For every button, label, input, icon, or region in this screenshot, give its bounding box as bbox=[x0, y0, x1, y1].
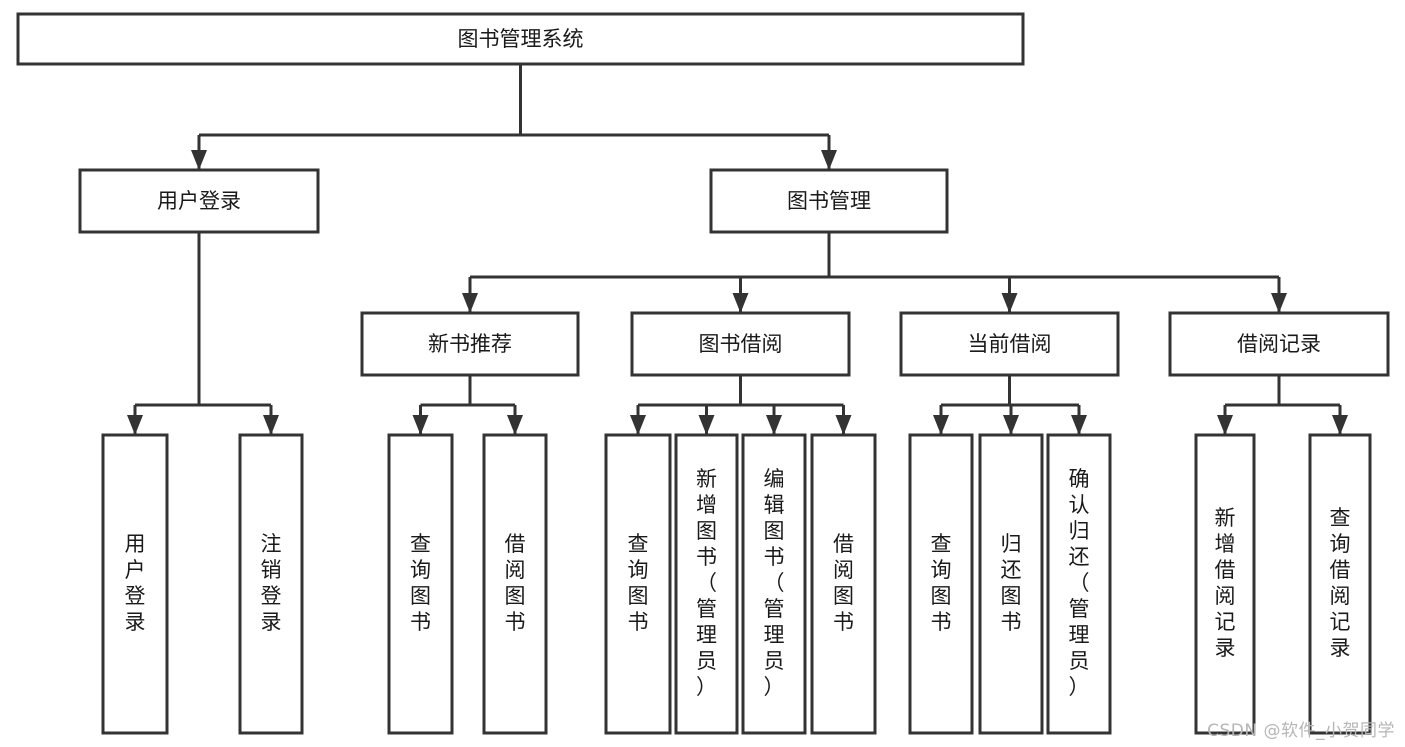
watermark-label: CSDN @软件_小贺同学 bbox=[1207, 721, 1395, 741]
node-label: 查询图书 bbox=[410, 532, 431, 634]
node-label: 查询图书 bbox=[931, 532, 952, 634]
arrow-head-icon bbox=[821, 150, 837, 170]
arrow-head-icon bbox=[263, 415, 279, 435]
node-leaf-edit-book[interactable]: 编辑图书（管理员） bbox=[741, 433, 807, 735]
node-leaf-add-book[interactable]: 新增图书（管理员） bbox=[674, 433, 739, 735]
arrow-head-icon bbox=[835, 415, 852, 435]
node-borrow-record[interactable]: 借阅记录 bbox=[1168, 311, 1390, 377]
node-box[interactable] bbox=[78, 168, 320, 234]
node-label: 归还图书 bbox=[1001, 532, 1022, 634]
node-leaf-query-book-recommend[interactable]: 查询图书 bbox=[387, 433, 454, 735]
arrow-head-icon bbox=[630, 415, 646, 435]
node-label: 编辑图书（管理员） bbox=[764, 467, 785, 699]
node-leaf-user-login[interactable]: 用户登录 bbox=[101, 433, 169, 735]
node-box[interactable] bbox=[1308, 433, 1372, 735]
node-label: 当前借阅 bbox=[968, 332, 1052, 356]
node-book-borrow[interactable]: 图书借阅 bbox=[630, 311, 851, 377]
node-label: 查询图书 bbox=[628, 532, 649, 634]
node-box[interactable] bbox=[674, 433, 739, 735]
arrow-head-icon bbox=[732, 293, 749, 313]
arrow-head-icon bbox=[1271, 293, 1287, 313]
node-label: 用户登录 bbox=[157, 189, 241, 213]
node-label: 图书管理 bbox=[787, 189, 871, 213]
node-box[interactable] bbox=[238, 433, 304, 735]
arrow-head-icon bbox=[1217, 415, 1233, 435]
arrow-head-icon bbox=[1332, 415, 1348, 435]
arrow-head-icon bbox=[412, 415, 429, 435]
node-box[interactable] bbox=[360, 311, 580, 377]
node-leaf-confirm-return[interactable]: 确认归还（管理员） bbox=[1046, 433, 1112, 735]
node-root[interactable]: 图书管理系统 bbox=[16, 12, 1025, 66]
node-box[interactable] bbox=[1194, 433, 1256, 735]
node-box[interactable] bbox=[1046, 433, 1112, 735]
node-leaf-query-book-current[interactable]: 查询图书 bbox=[908, 433, 974, 735]
node-label: 注销登录 bbox=[261, 532, 282, 634]
node-label: 图书管理系统 bbox=[458, 27, 584, 51]
node-box[interactable] bbox=[709, 168, 949, 234]
node-label: 借阅图书 bbox=[833, 532, 854, 634]
node-box[interactable] bbox=[630, 311, 851, 377]
arrow-head-icon bbox=[1001, 293, 1018, 313]
node-label: 查询借阅记录 bbox=[1330, 506, 1351, 660]
node-leaf-borrow-book[interactable]: 借阅图书 bbox=[810, 433, 877, 735]
node-label: 用户登录 bbox=[125, 532, 146, 634]
nodes-layer: 图书管理系统用户登录图书管理新书推荐图书借阅当前借阅借阅记录用户登录注销登录查询… bbox=[16, 12, 1390, 735]
arrow-head-icon bbox=[127, 415, 143, 435]
node-leaf-query-book-borrow[interactable]: 查询图书 bbox=[604, 433, 672, 735]
node-box[interactable] bbox=[978, 433, 1044, 735]
node-leaf-return-book[interactable]: 归还图书 bbox=[978, 433, 1044, 735]
node-box[interactable] bbox=[387, 433, 454, 735]
node-label: 新书推荐 bbox=[428, 332, 512, 356]
node-leaf-borrow-book-recommend[interactable]: 借阅图书 bbox=[482, 433, 548, 735]
node-label: 确认归还（管理员） bbox=[1069, 467, 1090, 699]
arrow-head-icon bbox=[1003, 415, 1019, 435]
node-label: 借阅记录 bbox=[1237, 332, 1321, 356]
arrow-head-icon bbox=[507, 415, 523, 435]
node-label: 新增图书（管理员） bbox=[696, 467, 717, 699]
node-box[interactable] bbox=[16, 12, 1025, 66]
arrow-head-icon bbox=[766, 415, 782, 435]
node-label: 新增借阅记录 bbox=[1215, 506, 1236, 660]
node-book-manage[interactable]: 图书管理 bbox=[709, 168, 949, 234]
node-label: 图书借阅 bbox=[699, 332, 783, 356]
node-box[interactable] bbox=[908, 433, 974, 735]
arrow-head-icon bbox=[462, 293, 478, 313]
node-new-book-recommend[interactable]: 新书推荐 bbox=[360, 311, 580, 377]
node-leaf-query-borrow-record[interactable]: 查询借阅记录 bbox=[1308, 433, 1372, 735]
arrow-head-icon bbox=[191, 150, 207, 170]
node-box[interactable] bbox=[604, 433, 672, 735]
node-box[interactable] bbox=[1168, 311, 1390, 377]
node-user-login[interactable]: 用户登录 bbox=[78, 168, 320, 234]
node-label: 借阅图书 bbox=[505, 532, 526, 634]
node-current-borrow[interactable]: 当前借阅 bbox=[899, 311, 1120, 377]
node-box[interactable] bbox=[101, 433, 169, 735]
node-leaf-add-borrow-record[interactable]: 新增借阅记录 bbox=[1194, 433, 1256, 735]
node-box[interactable] bbox=[810, 433, 877, 735]
node-leaf-logout[interactable]: 注销登录 bbox=[238, 433, 304, 735]
edges-layer bbox=[127, 64, 1348, 435]
arrow-head-icon bbox=[1071, 415, 1087, 435]
arrow-head-icon bbox=[698, 415, 715, 435]
arrow-head-icon bbox=[933, 415, 949, 435]
node-box[interactable] bbox=[899, 311, 1120, 377]
node-box[interactable] bbox=[741, 433, 807, 735]
node-box[interactable] bbox=[482, 433, 548, 735]
